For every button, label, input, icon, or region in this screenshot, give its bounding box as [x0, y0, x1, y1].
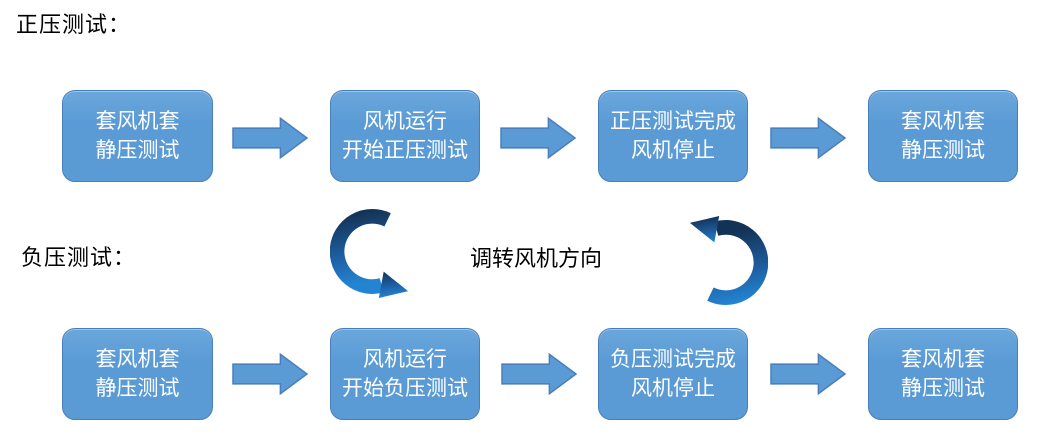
- step-box-neg-fan-run: 风机运行 开始负压测试: [330, 328, 480, 420]
- curved-up-arrow-icon: [689, 216, 768, 305]
- step-text-line2: 静压测试: [901, 139, 985, 162]
- step-box-neg-static-test-end: 套风机套 静压测试: [868, 328, 1018, 420]
- step-text-line1: 风机运行: [363, 348, 447, 371]
- step-text-line1: 套风机套: [95, 110, 180, 133]
- step-box-neg-test-done: 负压测试完成 风机停止: [598, 328, 748, 420]
- step-box-pos-static-test-end: 套风机套 静压测试: [868, 90, 1018, 182]
- right-block-arrow-icon: [770, 117, 847, 159]
- right-block-arrow-icon: [770, 353, 847, 395]
- right-block-arrow-icon: [501, 353, 578, 395]
- step-text-line2: 风机停止: [631, 139, 715, 162]
- reverse-fan-direction-note: 调转风机方向: [470, 246, 603, 271]
- step-text-line2: 开始正压测试: [342, 139, 468, 162]
- right-block-arrow-icon: [232, 117, 309, 159]
- positive-test-section-label: 正压测试：: [16, 12, 132, 37]
- step-box-pos-static-test-start: 套风机套 静压测试: [62, 90, 213, 182]
- step-text-line2: 风机停止: [631, 377, 715, 400]
- step-text-line1: 套风机套: [901, 110, 985, 133]
- negative-test-section-label: 负压测试：: [21, 245, 137, 270]
- step-text-line1: 正压测试完成: [610, 110, 736, 133]
- step-box-neg-static-test-start: 套风机套 静压测试: [62, 328, 213, 420]
- step-text-line2: 静压测试: [95, 139, 180, 162]
- step-text-line2: 静压测试: [95, 377, 180, 400]
- curved-down-arrow-icon: [330, 209, 409, 298]
- step-text-line1: 负压测试完成: [610, 348, 736, 371]
- step-text-line2: 开始负压测试: [342, 377, 468, 400]
- step-text-line1: 套风机套: [95, 348, 180, 371]
- step-box-pos-test-done: 正压测试完成 风机停止: [598, 90, 748, 182]
- step-box-pos-fan-run: 风机运行 开始正压测试: [330, 90, 480, 182]
- step-text-line1: 风机运行: [363, 110, 447, 133]
- right-block-arrow-icon: [500, 117, 577, 159]
- step-text-line2: 静压测试: [901, 377, 985, 400]
- right-block-arrow-icon: [232, 353, 309, 395]
- step-text-line1: 套风机套: [901, 348, 985, 371]
